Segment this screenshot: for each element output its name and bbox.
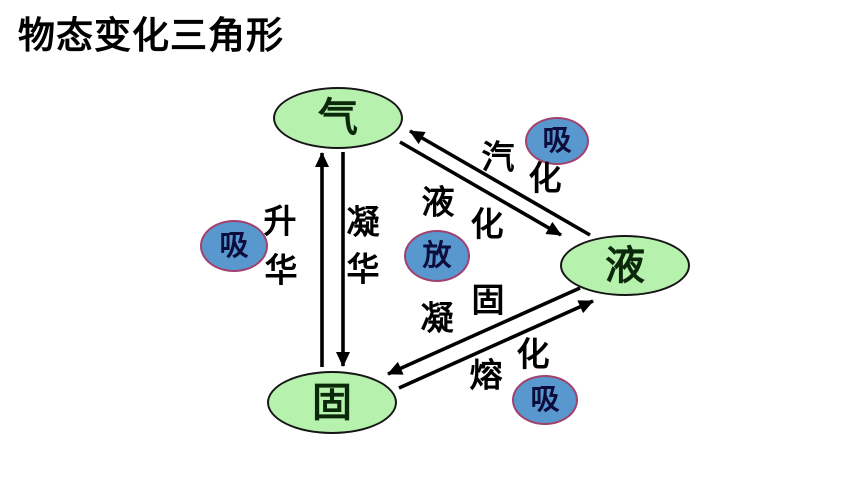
label-melting-char-0: 熔 xyxy=(469,356,503,394)
badge-liquefaction-release-label: 放 xyxy=(422,239,452,272)
label-solidification-char-1: 固 xyxy=(471,281,505,319)
badge-liquefaction-release: 放 xyxy=(404,230,470,282)
node-solid: 固 xyxy=(267,371,397,434)
label-sublimation-char-1: 华 xyxy=(264,251,298,289)
label-deposition-char-0: 凝 xyxy=(346,203,380,241)
vaporization-arrow xyxy=(409,129,591,237)
label-liquefaction-char-1: 化 xyxy=(470,205,504,243)
page-title: 物态变化三角形 xyxy=(18,15,284,56)
label-vaporization-char-0: 汽 xyxy=(481,138,515,176)
node-liquid-label: 液 xyxy=(605,243,645,288)
label-melting-char-1: 化 xyxy=(516,335,550,373)
node-gas-label: 气 xyxy=(318,96,358,140)
label-vaporization-char-1: 化 xyxy=(528,159,562,197)
node-liquid: 液 xyxy=(560,235,690,296)
liquefaction-arrow xyxy=(399,140,562,237)
node-solid-label: 固 xyxy=(312,380,352,425)
label-solidification-char-0: 凝 xyxy=(420,299,454,337)
label-liquefaction-char-0: 液 xyxy=(421,183,455,221)
badge-vaporization-absorb: 吸 xyxy=(525,117,589,165)
solidification-arrow xyxy=(387,286,581,376)
badge-melting-absorb: 吸 xyxy=(512,375,578,425)
melting-arrow xyxy=(398,299,594,390)
badge-sublimation-absorb-label: 吸 xyxy=(219,229,249,262)
label-deposition-char-1: 华 xyxy=(346,250,380,288)
node-gas: 气 xyxy=(273,87,403,149)
label-sublimation-char-0: 升 xyxy=(263,202,297,240)
badge-vaporization-absorb-label: 吸 xyxy=(542,124,572,157)
badge-melting-absorb-label: 吸 xyxy=(530,383,560,416)
badge-sublimation-absorb: 吸 xyxy=(200,220,268,272)
